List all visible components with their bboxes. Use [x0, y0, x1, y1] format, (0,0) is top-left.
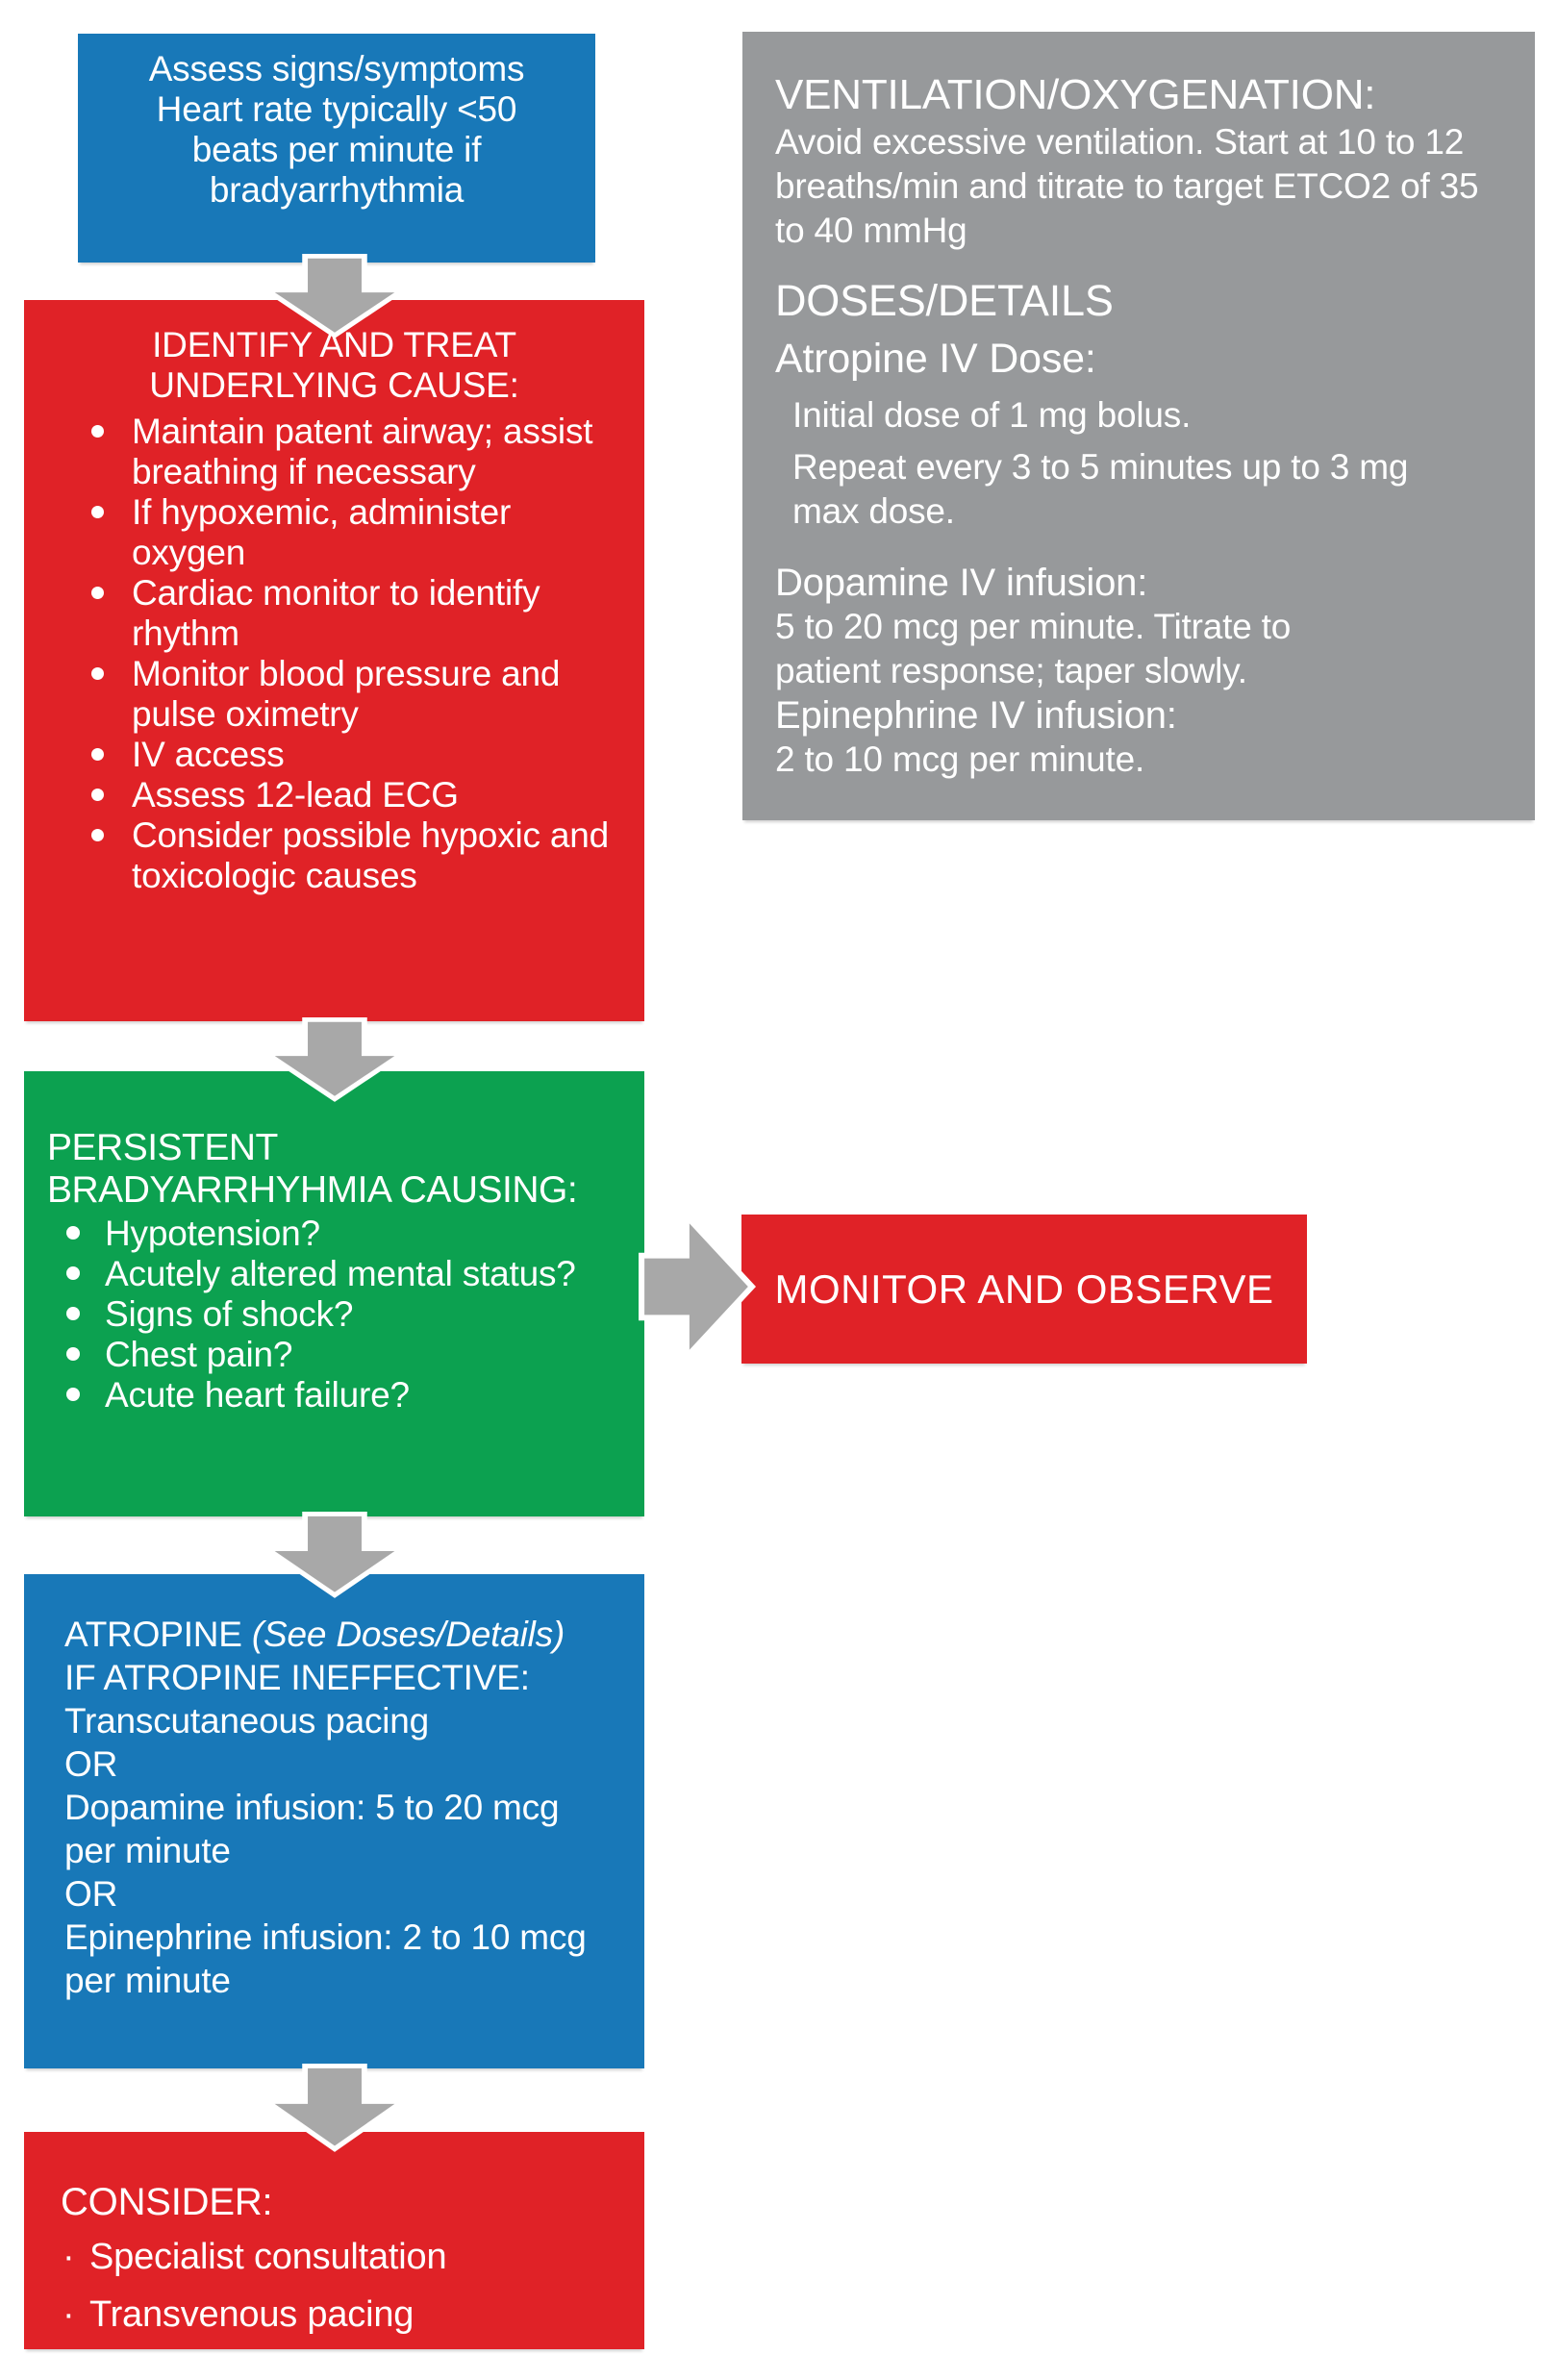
list-item: Acute heart failure? [66, 1375, 601, 1415]
list-item: IV access [91, 735, 613, 775]
assess-line: beats per minute if [191, 130, 482, 169]
list-item: Transvenous pacing [61, 2286, 615, 2343]
down-arrow-icon [256, 254, 414, 338]
list-item: Maintain patent airway; assist breathing… [91, 412, 613, 492]
atropine-note: (See Doses/Details) [251, 1615, 565, 1654]
list-item: Consider possible hypoxic and toxicologi… [91, 815, 613, 896]
epinephrine-body: 2 to 10 mcg per minute. [775, 739, 1145, 779]
down-arrow-icon [256, 1017, 414, 1102]
list-item: Signs of shock? [66, 1294, 601, 1335]
consider-box: CONSIDER: Specialist consultation Transv… [24, 2132, 644, 2349]
list-item: Hypotension? [66, 1214, 601, 1254]
consider-heading: CONSIDER: [61, 2181, 273, 2223]
atropine-dose-line: Initial dose of 1 mg bolus. [792, 395, 1192, 435]
down-arrow-icon [256, 1512, 414, 1598]
atropine-line: Transcutaneous pacing [64, 1701, 430, 1741]
assess-line: Heart rate typically <50 [156, 89, 517, 129]
assess-line: Assess signs/symptoms [148, 49, 525, 88]
list-item: Monitor blood pressure and pulse oximetr… [91, 654, 613, 735]
monitor-label: MONITOR AND OBSERVE [774, 1265, 1274, 1312]
assess-box: Assess signs/symptoms Heart rate typical… [78, 34, 595, 263]
list-item: Cardiac monitor to identify rhythm [91, 573, 613, 654]
right-arrow-icon [639, 1197, 756, 1376]
persistent-bullet-list: Hypotension? Acutely altered mental stat… [66, 1214, 601, 1415]
ventilation-body: Avoid excessive ventilation. Start at 10… [775, 122, 1479, 250]
down-arrow-icon [256, 2064, 414, 2152]
atropine-line: OR [64, 1744, 118, 1784]
atropine-treatment-box: ATROPINE (See Doses/Details) IF ATROPINE… [24, 1574, 644, 2068]
doses-heading: DOSES/DETAILS [775, 276, 1114, 325]
doses-details-panel: VENTILATION/OXYGENATION: Avoid excessive… [742, 32, 1535, 820]
infusion-details: Dopamine IV infusion: 5 to 20 mcg per mi… [775, 561, 1535, 782]
list-item: Assess 12-lead ECG [91, 775, 613, 815]
atropine-word: ATROPINE [64, 1615, 242, 1654]
atropine-line: Dopamine infusion: 5 to 20 mcg per minut… [64, 1788, 560, 1870]
epinephrine-heading: Epinephrine IV infusion: [775, 694, 1177, 737]
list-item: Chest pain? [66, 1335, 601, 1375]
list-item: Specialist consultation [61, 2228, 615, 2286]
list-item: If hypoxemic, administer oxygen [91, 492, 613, 573]
ventilation-heading: VENTILATION/OXYGENATION: [775, 71, 1376, 118]
dopamine-heading: Dopamine IV infusion: [775, 562, 1148, 604]
persistent-bradyarrhythmia-box: PERSISTENT BRADYARRHYHMIA CAUSING: Hypot… [24, 1071, 644, 1516]
assess-line: bradyarrhythmia [209, 170, 465, 210]
dopamine-body: 5 to 20 mcg per minute. Titrate to patie… [775, 607, 1292, 690]
monitor-observe-box: MONITOR AND OBSERVE [741, 1215, 1307, 1364]
persistent-heading: PERSISTENT BRADYARRHYHMIA CAUSING: [47, 1127, 578, 1211]
atropine-dose-heading: Atropine IV Dose: [775, 336, 1096, 382]
atropine-line: Epinephrine infusion: 2 to 10 mcg per mi… [64, 1917, 587, 2000]
identify-treat-box: IDENTIFY AND TREAT UNDERLYING CAUSE: Mai… [24, 300, 644, 1021]
atropine-line: ATROPINE (See Doses/Details) [64, 1613, 611, 1656]
atropine-line: IF ATROPINE INEFFECTIVE: [64, 1658, 530, 1697]
identify-bullet-list: Maintain patent airway; assist breathing… [91, 412, 613, 896]
list-item: Acutely altered mental status? [66, 1254, 601, 1294]
atropine-line: OR [64, 1874, 118, 1914]
atropine-dose-line: Repeat every 3 to 5 minutes up to 3 mg m… [792, 447, 1409, 531]
